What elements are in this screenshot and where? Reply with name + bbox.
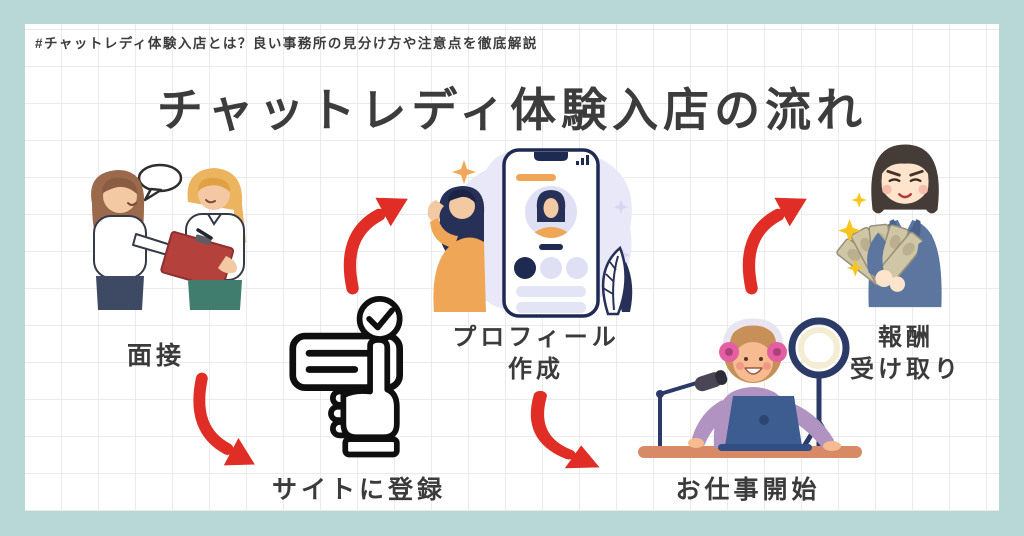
step-label-line: 作成	[508, 356, 564, 384]
sparkle-icon	[452, 160, 476, 184]
pen-icon	[196, 228, 213, 240]
register-click-icon	[289, 296, 404, 458]
step-label-start-work: お仕事開始	[675, 476, 821, 504]
speech-bubble-tail	[143, 187, 163, 202]
page-title: チャットレディ体験入店の流れ	[156, 84, 868, 136]
interview-illustration	[91, 163, 246, 310]
step-label-line: プロフィール	[452, 324, 620, 351]
step-label-reward: 報酬 受け取り	[821, 322, 991, 387]
step-label-interview: 面接	[126, 342, 185, 370]
streaming-setup-illustration	[638, 317, 862, 458]
microphone-icon	[694, 370, 728, 392]
pointing-hand-icon	[328, 337, 400, 458]
flow-arrow-down-right-icon	[193, 372, 255, 466]
checkmark-icon	[356, 296, 403, 342]
signal-bars-icon	[576, 155, 589, 165]
applicant-woman	[91, 170, 183, 310]
sparkle-icon	[614, 200, 628, 214]
money-received-illustration	[836, 144, 942, 308]
laptop-icon	[718, 396, 812, 451]
flow-arrow-up-right-icon	[343, 197, 408, 295]
money-fan-icon	[836, 223, 933, 292]
waving-woman	[427, 186, 486, 312]
speech-bubble-icon	[137, 163, 183, 193]
hashtag-caption: #チャットレディ体験入店とは？良い事務所の見分け方や注意点を徹底解説	[35, 36, 538, 51]
flow-arrow-up-right-icon	[742, 197, 807, 295]
step-label-line: 報酬	[878, 324, 934, 351]
mic-stand	[656, 380, 701, 446]
interviewer-woman	[160, 168, 246, 310]
flow-arrow-down-right-icon	[530, 390, 600, 469]
headphones-icon	[722, 318, 784, 349]
step-label-register: サイトに登録	[272, 476, 447, 504]
feather-icon	[601, 245, 633, 316]
step-label-profile: プロフィール 作成	[446, 322, 626, 387]
smartphone-icon	[502, 148, 600, 318]
step-label-line: 受け取り	[850, 356, 962, 384]
smartphone-profile-illustration	[427, 148, 633, 318]
sparkle-icon	[838, 192, 867, 277]
